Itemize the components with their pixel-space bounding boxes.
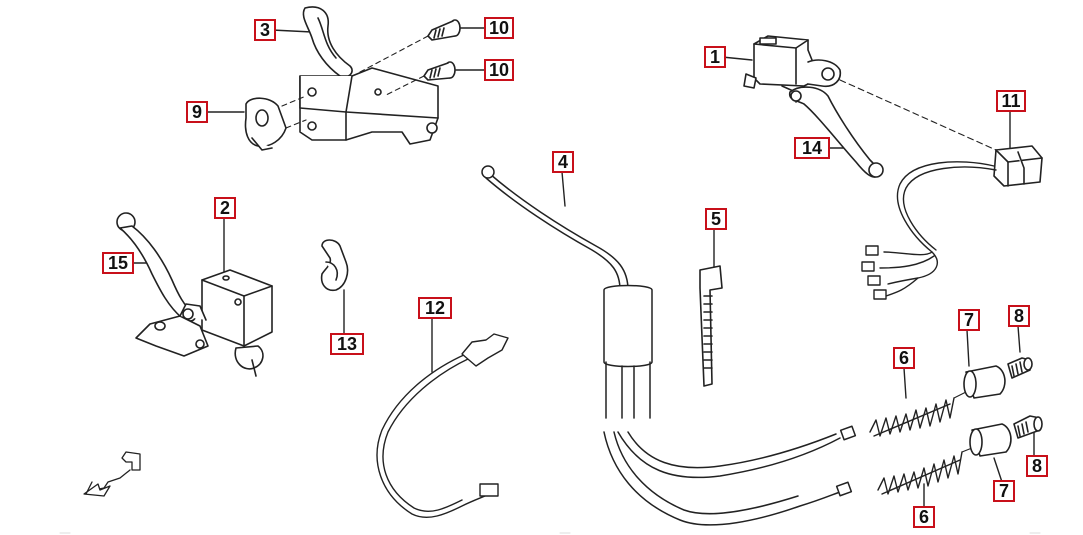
callout-13[interactable]: 13 <box>330 333 364 355</box>
part-4-cable-lower <box>603 425 857 526</box>
callout-15[interactable]: 15 <box>102 252 134 274</box>
callout-8-lower[interactable]: 8 <box>1026 455 1048 477</box>
leader-lines <box>129 27 1035 509</box>
callout-10-upper[interactable]: 10 <box>484 17 514 39</box>
callout-7-lower[interactable]: 7 <box>993 480 1015 502</box>
part-11-switch <box>993 145 1043 187</box>
part-10-screw-lower <box>423 61 456 81</box>
part-1-master-cylinder <box>743 35 842 103</box>
part-8-bolt-upper <box>1007 357 1033 379</box>
callout-9[interactable]: 9 <box>186 101 208 123</box>
assembly-line-switch <box>839 79 997 151</box>
callout-6-lower[interactable]: 6 <box>913 506 935 528</box>
assembly-line-screws <box>359 35 429 97</box>
part-9-clamp <box>244 97 287 151</box>
part-7-adjuster-lower <box>969 423 1012 457</box>
part-2-perch-housing <box>135 269 273 377</box>
callout-8-upper[interactable]: 8 <box>1008 305 1030 327</box>
part-15-lever <box>116 212 196 322</box>
callout-6-upper[interactable]: 6 <box>893 347 915 369</box>
front-direction-arrow-icon <box>83 451 141 497</box>
callout-7-upper[interactable]: 7 <box>958 309 980 331</box>
part-4-cable <box>481 165 653 419</box>
callout-10-lower[interactable]: 10 <box>484 59 514 81</box>
part-3-lever-arm <box>302 6 353 78</box>
callout-14[interactable]: 14 <box>794 137 830 159</box>
part-10-screw-upper <box>427 19 461 41</box>
part-3-bracket-body <box>299 67 439 145</box>
part-12-switch-wire <box>376 333 509 518</box>
callout-5[interactable]: 5 <box>705 208 727 230</box>
callout-12[interactable]: 12 <box>418 297 452 319</box>
callout-1[interactable]: 1 <box>704 46 726 68</box>
assembly-line-clamp <box>281 95 307 129</box>
part-14-brake-lever <box>788 86 884 178</box>
part-7-adjuster-upper <box>963 365 1006 399</box>
callout-3[interactable]: 3 <box>254 19 276 41</box>
part-6-spring-lower <box>877 451 963 495</box>
callout-2[interactable]: 2 <box>214 197 236 219</box>
part-11-wiring-harness <box>861 161 997 300</box>
part-5-cable-tie <box>699 265 723 387</box>
callout-4[interactable]: 4 <box>552 151 574 173</box>
part-8-bolt-lower <box>1013 415 1043 439</box>
callout-11[interactable]: 11 <box>996 90 1026 112</box>
part-6-spring-upper <box>869 397 955 437</box>
part-13-cable-clamp <box>320 239 349 292</box>
